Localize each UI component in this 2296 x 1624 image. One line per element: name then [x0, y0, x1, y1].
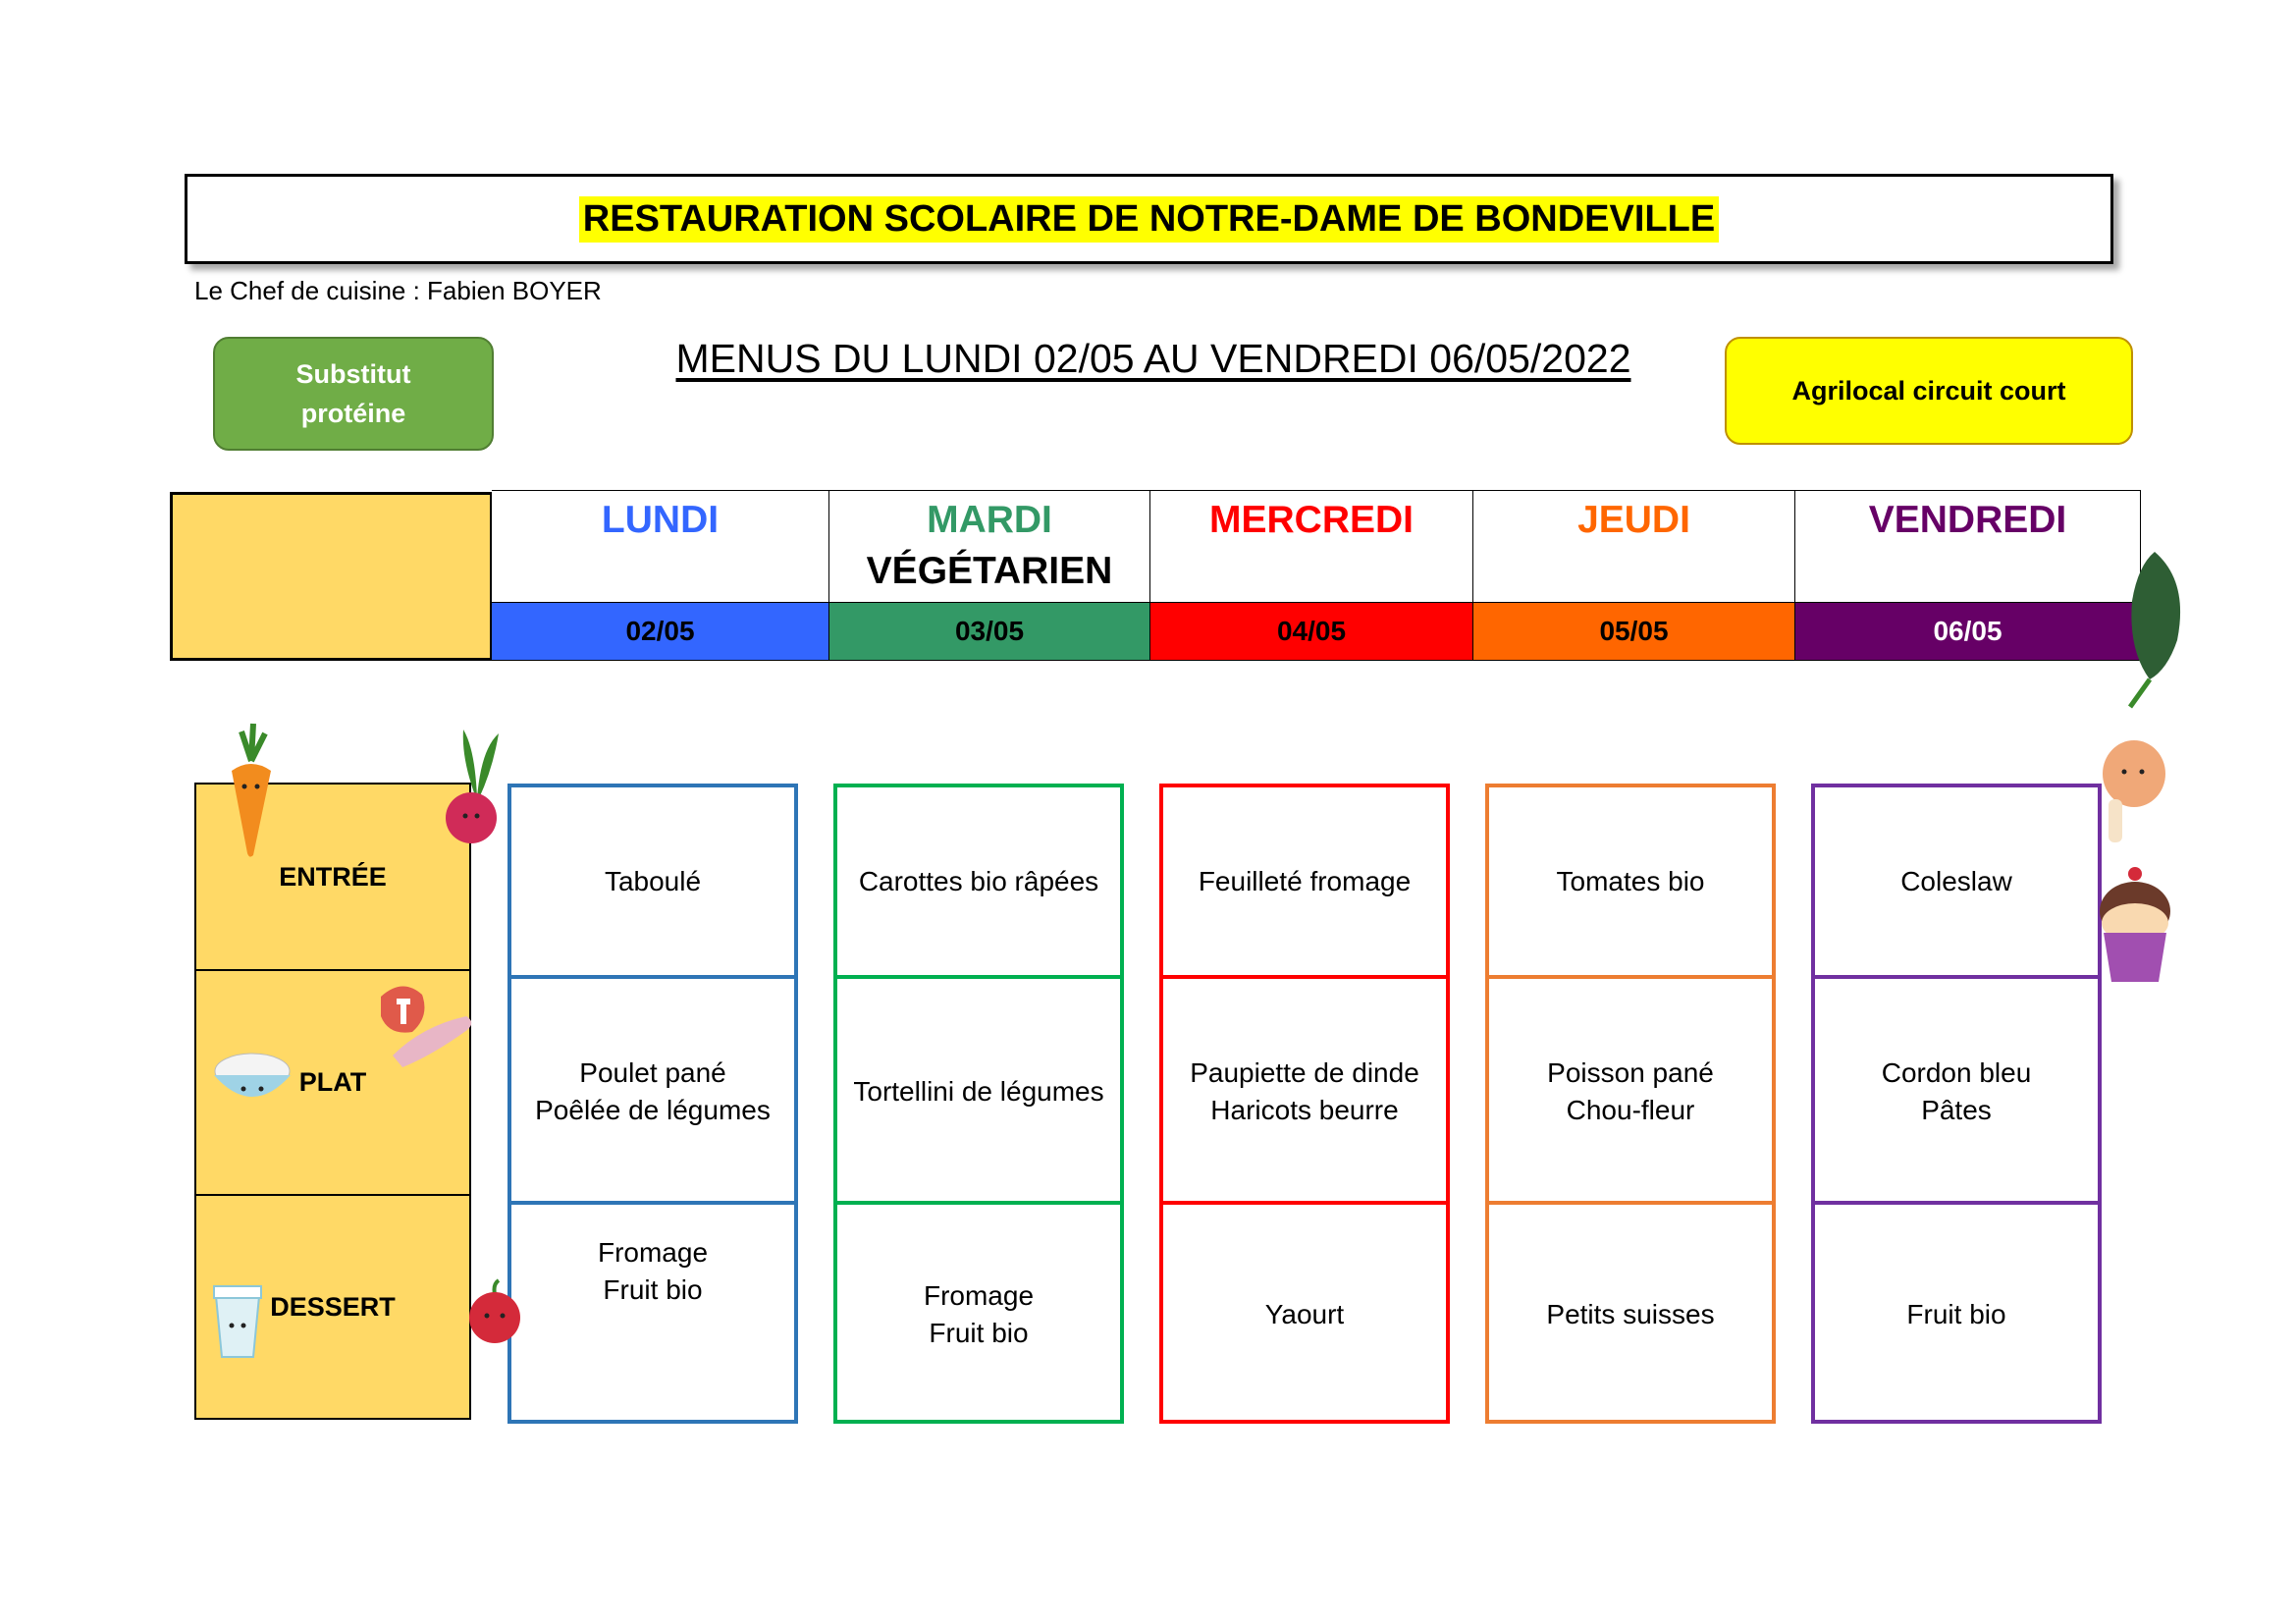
- apple-icon: [469, 1278, 520, 1343]
- dish-name: Fromage: [923, 1279, 1035, 1311]
- day-subtitle: VÉGÉTARIEN: [866, 550, 1113, 592]
- dish-name: Fruit bio: [929, 1317, 1029, 1348]
- legend-substitut-line2: protéine: [300, 399, 406, 428]
- carrot-icon: [232, 723, 271, 857]
- chef-line: Le Chef de cuisine : Fabien BOYER: [194, 276, 602, 305]
- day-name: JEUDI: [1577, 499, 1690, 541]
- dish-name: Carottes bio râpées: [858, 865, 1099, 896]
- menu-cell-dessert: Fruit bio: [1815, 1201, 2098, 1424]
- dish-name: Poisson pané: [1547, 1057, 1714, 1088]
- day-date: 05/05: [1473, 602, 1794, 660]
- legend-substitut-line1: Substitut: [295, 359, 411, 389]
- yogurt-icon: [213, 1285, 262, 1358]
- dish-name: Paupiette de dinde: [1190, 1057, 1419, 1088]
- day-date: 06/05: [1795, 602, 2140, 660]
- menu-cell-dessert: Petits suisses: [1489, 1201, 1772, 1424]
- day-name: MERCREDI: [1208, 499, 1414, 541]
- dish-name: Feuilleté fromage: [1198, 865, 1412, 896]
- menu-cell-entree: Coleslaw: [1815, 787, 2098, 975]
- day-header-jeudi: JEUDI 05/05: [1473, 490, 1795, 661]
- dish-name: Poulet pané: [579, 1057, 726, 1088]
- day-name: MARDI: [927, 499, 1052, 541]
- label-plat-text: PLAT: [298, 1067, 367, 1097]
- menu-cell-entree: Carottes bio râpées: [837, 787, 1120, 975]
- dish-name: Haricots beurre: [1210, 1095, 1399, 1125]
- menu-cell-plat: Tortellini de légumes: [837, 975, 1120, 1205]
- day-name: LUNDI: [601, 499, 720, 541]
- dish-name: Cordon bleu: [1881, 1057, 2032, 1088]
- dish-name: Yaourt: [1264, 1298, 1345, 1329]
- rice-bowl-icon: [214, 1053, 291, 1097]
- meat-icon: [381, 986, 472, 1067]
- header-corner-box: [170, 492, 493, 661]
- day-header-lundi: LUNDI 02/05: [492, 490, 829, 661]
- dish-name: Poêlée de légumes: [535, 1095, 771, 1125]
- spinach-icon: [2127, 552, 2181, 709]
- dish-name: Petits suisses: [1546, 1298, 1715, 1329]
- dish-name: Taboulé: [604, 865, 702, 896]
- dish-name: Fruit bio: [1906, 1298, 2006, 1329]
- day-date: 02/05: [492, 602, 828, 660]
- dish-name: Coleslaw: [1900, 865, 2012, 896]
- label-entree-text: ENTRÉE: [279, 861, 387, 892]
- menu-cell-entree: Taboulé: [511, 787, 794, 975]
- legend-substitut-proteine: Substitut protéine: [213, 337, 494, 451]
- dish-name: Tomates bio: [1556, 865, 1705, 896]
- dish-name: Fruit bio: [603, 1274, 703, 1305]
- menu-cell-entree: Feuilleté fromage: [1163, 787, 1446, 975]
- legend-agrilocal: Agrilocal circuit court: [1725, 337, 2133, 445]
- menus-week-title: MENUS DU LUNDI 02/05 AU VENDREDI 06/05/2…: [675, 336, 1631, 381]
- dish-name: Pâtes: [1921, 1095, 1992, 1125]
- dish-name: Chou-fleur: [1566, 1095, 1695, 1125]
- cupcake-icon: [2100, 867, 2170, 982]
- dish-name: Tortellini de légumes: [853, 1076, 1104, 1107]
- menu-cell-dessert: Yaourt: [1163, 1201, 1446, 1424]
- label-plat: PLAT: [194, 969, 471, 1196]
- dish-name: Fromage: [597, 1237, 709, 1268]
- page-title: RESTAURATION SCOLAIRE DE NOTRE-DAME DE B…: [578, 195, 1720, 243]
- day-date: 03/05: [829, 602, 1149, 660]
- day-header-mercredi: MERCREDI 04/05: [1150, 490, 1473, 661]
- beet-icon: [446, 730, 499, 843]
- day-header-mardi: MARDI VÉGÉTARIEN 03/05: [829, 490, 1150, 661]
- chicken-leg-icon: [2103, 740, 2165, 842]
- menu-cell-entree: Tomates bio: [1489, 787, 1772, 975]
- label-dessert-text: DESSERT: [270, 1291, 396, 1322]
- title-banner: RESTAURATION SCOLAIRE DE NOTRE-DAME DE B…: [185, 174, 2113, 264]
- day-header-vendredi: VENDREDI 06/05: [1795, 490, 2141, 661]
- day-date: 04/05: [1150, 602, 1472, 660]
- day-name: VENDREDI: [1868, 499, 2067, 541]
